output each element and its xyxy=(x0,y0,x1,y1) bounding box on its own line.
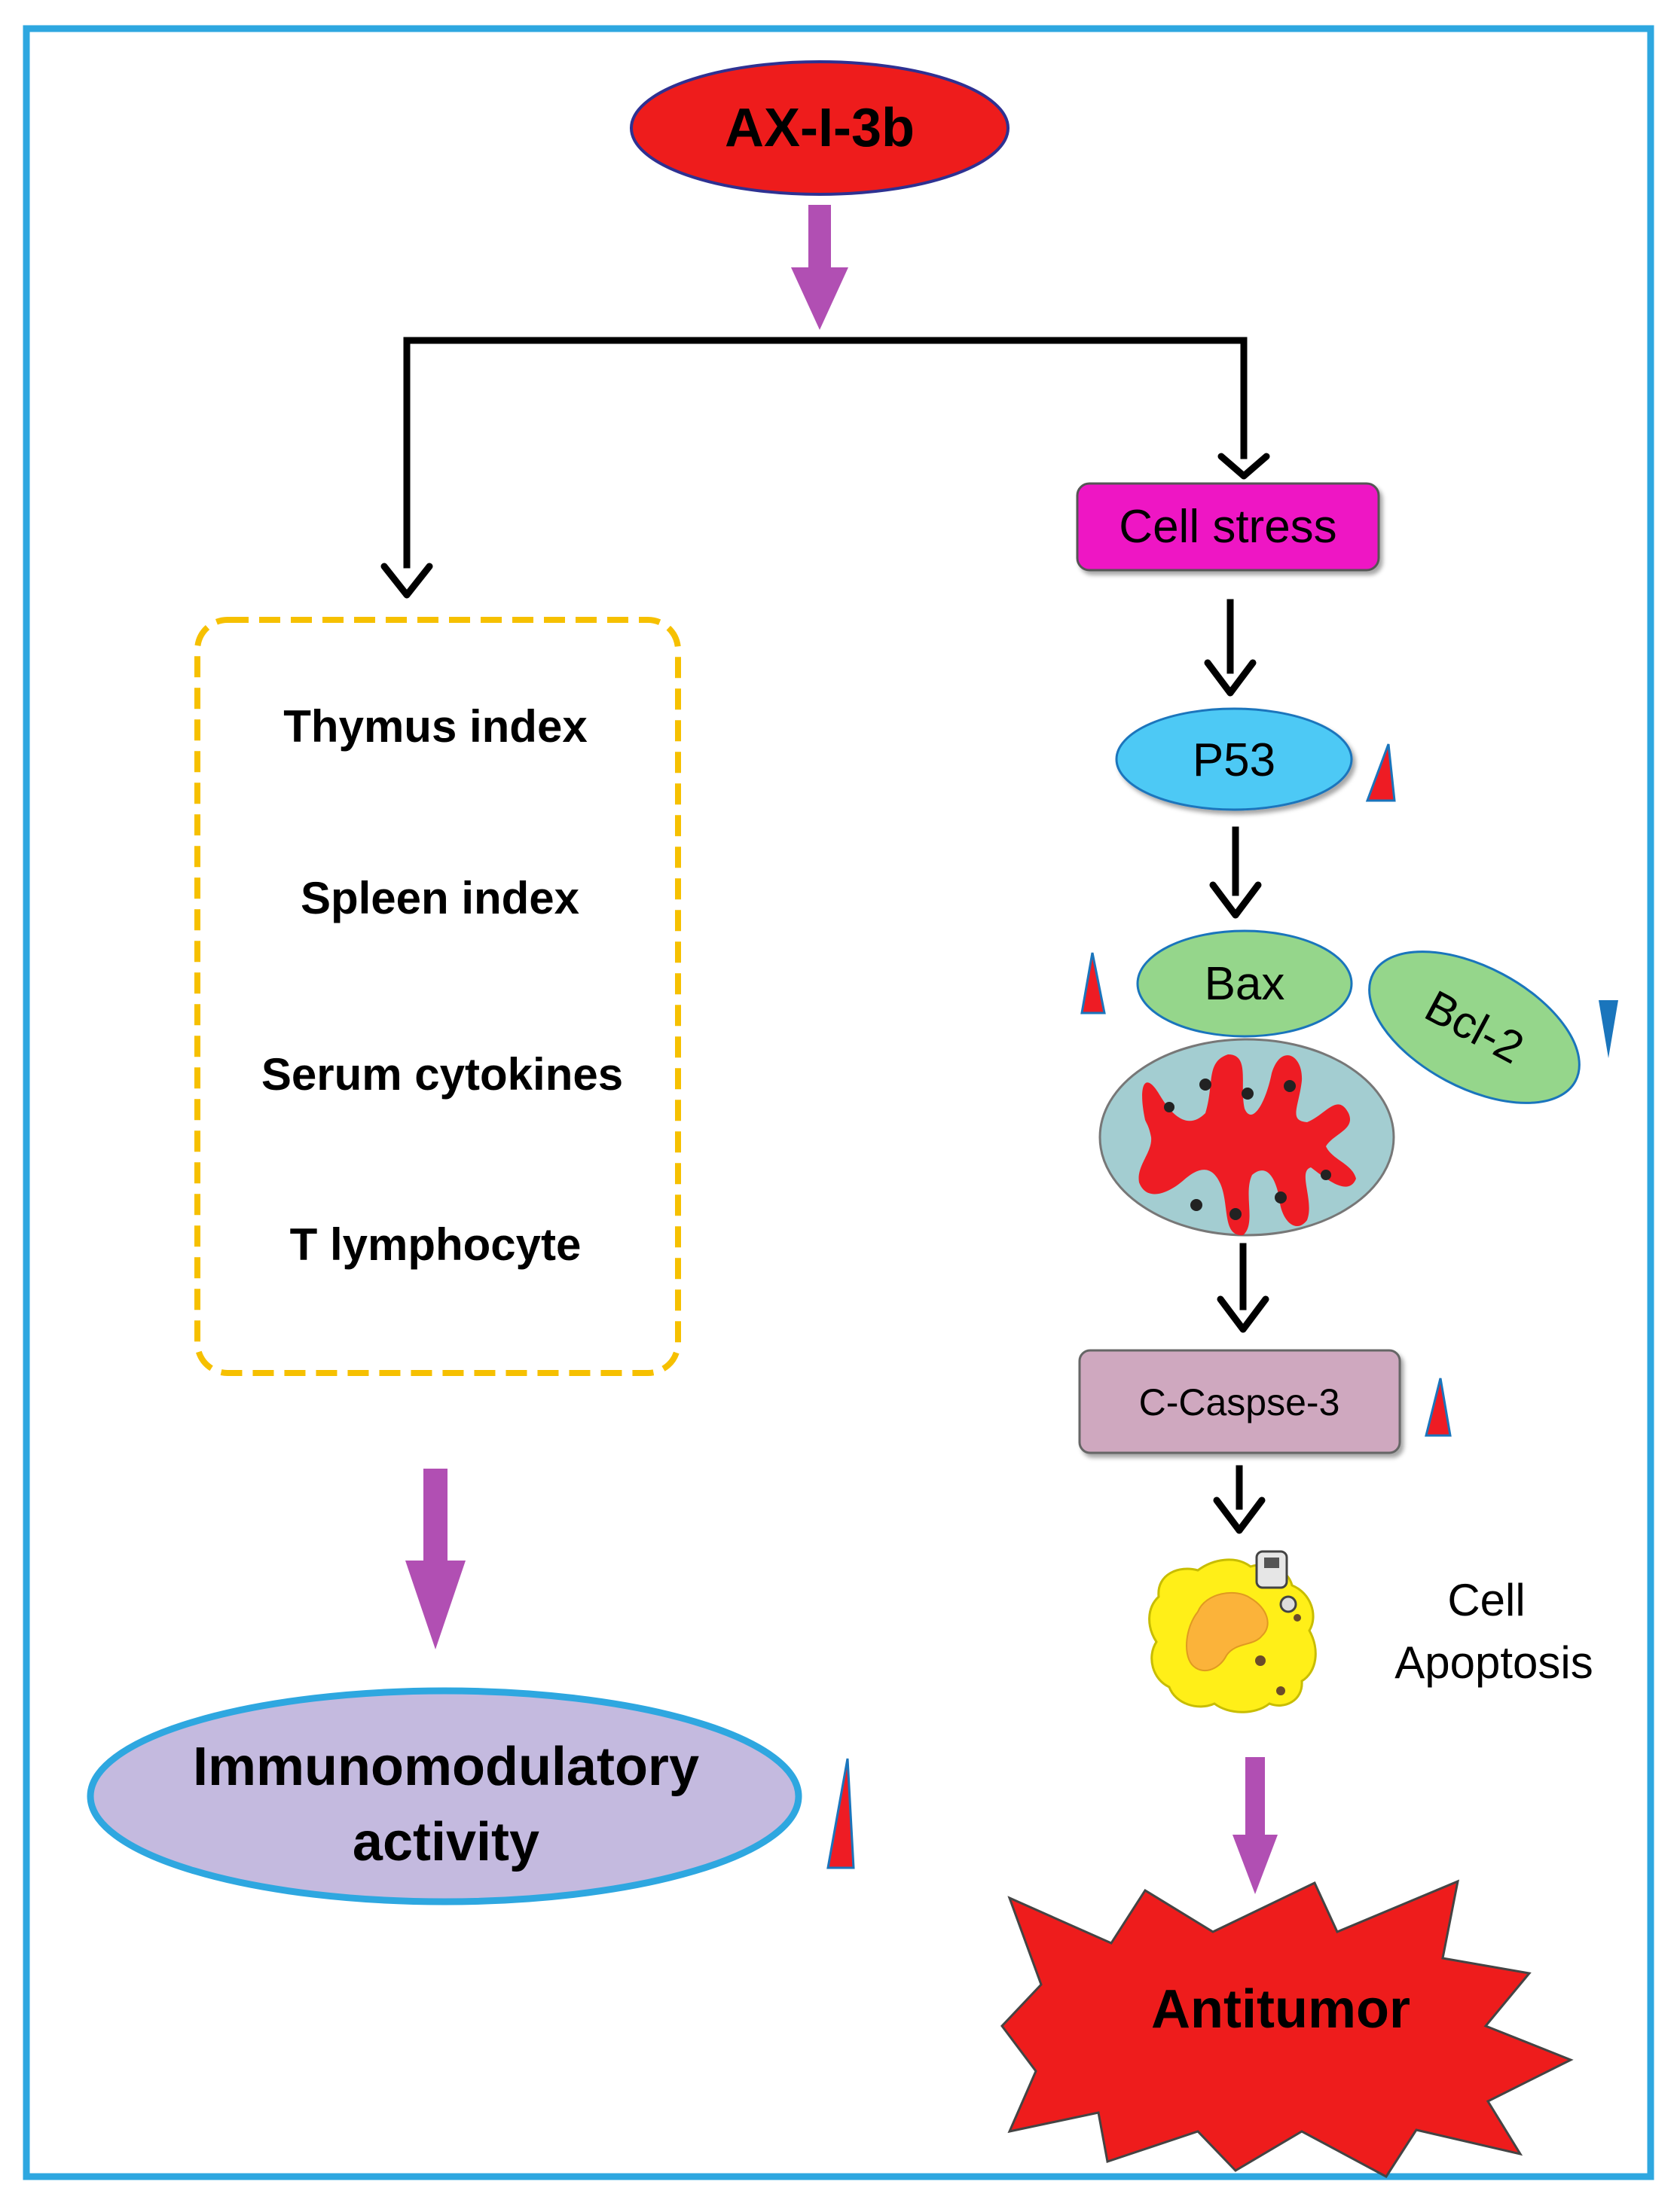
arrowhead-right-branch xyxy=(1217,453,1270,480)
purple-arrow-left xyxy=(405,1469,466,1649)
antitumor-node: Antitumor xyxy=(1000,1879,1574,2178)
ax-i-3b-label: AX-I-3b xyxy=(725,98,915,158)
arrow-p53-to-bax xyxy=(1209,826,1262,919)
ax-i-3b-node: AX-I-3b xyxy=(630,60,1010,196)
arrow-caspase-to-apoptosis xyxy=(1213,1465,1266,1534)
cell-stress-node xyxy=(1076,482,1380,572)
antitumor-label: Antitumor xyxy=(1151,1979,1410,2040)
immunomodulatory-line2: activity xyxy=(353,1812,539,1872)
mitochondrion-icon xyxy=(1098,1038,1395,1237)
apoptosis-label-line2: Apoptosis xyxy=(1394,1637,1593,1688)
up-marker-caspase xyxy=(1425,1378,1452,1437)
purple-arrow-top xyxy=(791,205,848,330)
bax-label: Bax xyxy=(1205,958,1285,1010)
apoptosis-label-line1: Cell xyxy=(1447,1575,1525,1625)
p53-node xyxy=(1115,707,1353,811)
cell-stress-label: Cell stress xyxy=(1119,501,1336,553)
immune-marker-t-lymphocyte: T lymphocyte xyxy=(290,1219,582,1270)
immunomodulatory-ellipse xyxy=(87,1687,802,1905)
arrow-mito-to-caspase xyxy=(1217,1243,1269,1333)
immunomodulatory-activity-node: Immunomodulatory activity xyxy=(87,1687,802,1905)
up-marker-bax xyxy=(1080,952,1106,1014)
bax-node xyxy=(1136,929,1353,1038)
p53-label: P53 xyxy=(1193,734,1275,786)
down-marker-bcl2 xyxy=(1599,1000,1618,1058)
apoptotic-cell-icon xyxy=(1148,1550,1317,1713)
caspase-label: C-Caspse-3 xyxy=(1139,1381,1340,1423)
bcl2-node xyxy=(1368,950,1581,1104)
immunomodulatory-line1: Immunomodulatory xyxy=(193,1737,699,1797)
immune-marker-spleen: Spleen index xyxy=(301,873,579,923)
arrow-stress-to-p53 xyxy=(1204,599,1257,697)
immune-markers-box xyxy=(194,617,681,1376)
caspase-node xyxy=(1078,1349,1401,1454)
up-marker-p53 xyxy=(1365,743,1396,802)
immune-marker-serum-cytokines: Serum cytokines xyxy=(261,1049,623,1100)
antitumor-starburst xyxy=(1000,1879,1574,2178)
ax-i-3b-ellipse xyxy=(630,60,1010,196)
up-marker-immunomodulatory xyxy=(826,1758,855,1869)
branch-connector xyxy=(403,337,1248,569)
immune-marker-thymus: Thymus index xyxy=(283,701,587,752)
purple-arrow-right xyxy=(1233,1757,1278,1894)
arrowhead-left-branch xyxy=(380,563,433,599)
figure-frame xyxy=(23,25,1654,2180)
